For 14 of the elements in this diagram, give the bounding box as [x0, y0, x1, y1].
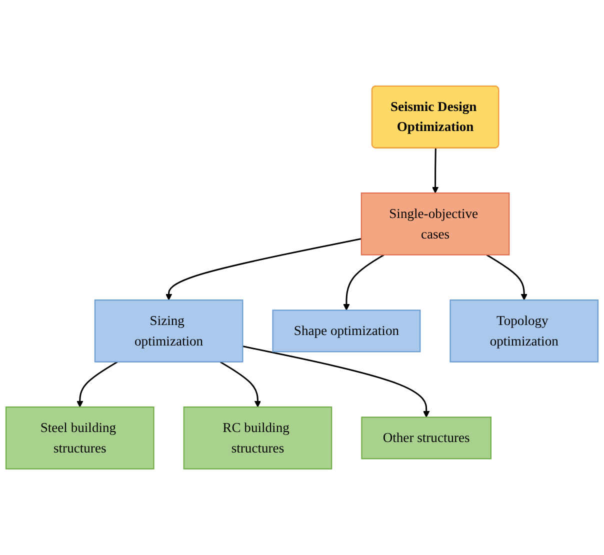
arrow [76, 361, 118, 408]
node-box: RC building structures [183, 406, 332, 470]
node-box: Steel building structures [5, 406, 154, 470]
node-box: Sizing optimization [94, 300, 244, 362]
arrow [432, 148, 439, 194]
arrow [166, 238, 362, 300]
node-box: Shape optimization [272, 310, 421, 352]
node-box: Other structures [361, 416, 492, 460]
arrow [242, 346, 430, 418]
node-box: Topology optimization [450, 300, 599, 362]
node-box: Single-objective cases [360, 192, 510, 256]
arrow [486, 254, 528, 300]
arrow [220, 361, 262, 408]
arrow [343, 254, 384, 311]
